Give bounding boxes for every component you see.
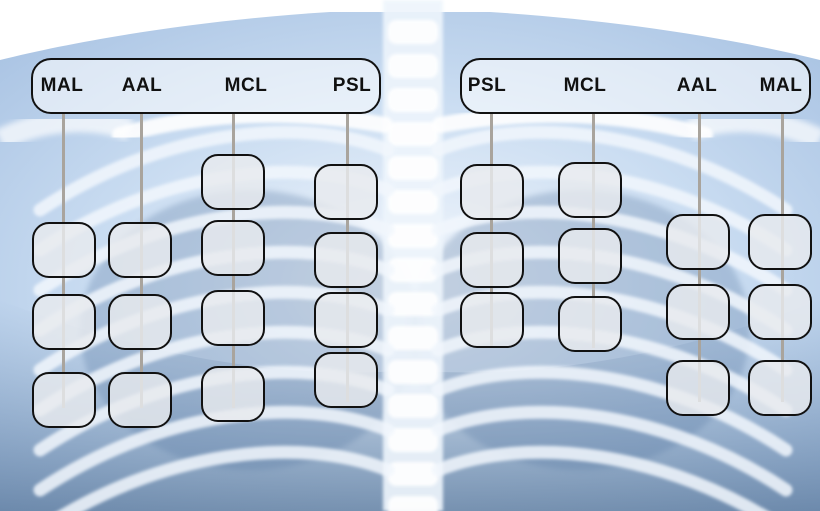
- label-right-mal: MAL: [41, 75, 84, 97]
- zone-right-aal-1[interactable]: [108, 222, 172, 278]
- zone-left-mcl-1[interactable]: [558, 162, 622, 218]
- zone-left-psl-3[interactable]: [460, 292, 524, 348]
- zone-right-aal-2[interactable]: [108, 294, 172, 350]
- label-left-psl: PSL: [468, 75, 506, 97]
- zone-left-psl-2[interactable]: [460, 232, 524, 288]
- zone-right-psl-2[interactable]: [314, 232, 378, 288]
- label-right-mcl: MCL: [225, 75, 268, 97]
- zone-left-aal-1[interactable]: [666, 214, 730, 270]
- right-hemithorax-header: [31, 58, 381, 114]
- label-left-mcl: MCL: [564, 75, 607, 97]
- zone-right-mal-3[interactable]: [32, 372, 96, 428]
- zone-left-mcl-2[interactable]: [558, 228, 622, 284]
- label-left-aal: AAL: [677, 75, 718, 97]
- zone-right-mcl-3[interactable]: [201, 290, 265, 346]
- zone-right-mcl-4[interactable]: [201, 366, 265, 422]
- zone-right-mal-1[interactable]: [32, 222, 96, 278]
- zone-left-psl-1[interactable]: [460, 164, 524, 220]
- zone-right-psl-1[interactable]: [314, 164, 378, 220]
- zone-left-mal-3[interactable]: [748, 360, 812, 416]
- label-left-mal: MAL: [760, 75, 803, 97]
- label-right-aal: AAL: [122, 75, 163, 97]
- zone-right-mcl-1[interactable]: [201, 154, 265, 210]
- zone-right-mcl-2[interactable]: [201, 220, 265, 276]
- left-hemithorax-header: [460, 58, 811, 114]
- zone-left-mcl-3[interactable]: [558, 296, 622, 352]
- zone-left-mal-2[interactable]: [748, 284, 812, 340]
- zone-right-psl-3[interactable]: [314, 292, 378, 348]
- zone-right-psl-4[interactable]: [314, 352, 378, 408]
- label-right-psl: PSL: [333, 75, 371, 97]
- zone-left-aal-2[interactable]: [666, 284, 730, 340]
- zone-left-mal-1[interactable]: [748, 214, 812, 270]
- zone-left-aal-3[interactable]: [666, 360, 730, 416]
- zone-right-aal-3[interactable]: [108, 372, 172, 428]
- zone-right-mal-2[interactable]: [32, 294, 96, 350]
